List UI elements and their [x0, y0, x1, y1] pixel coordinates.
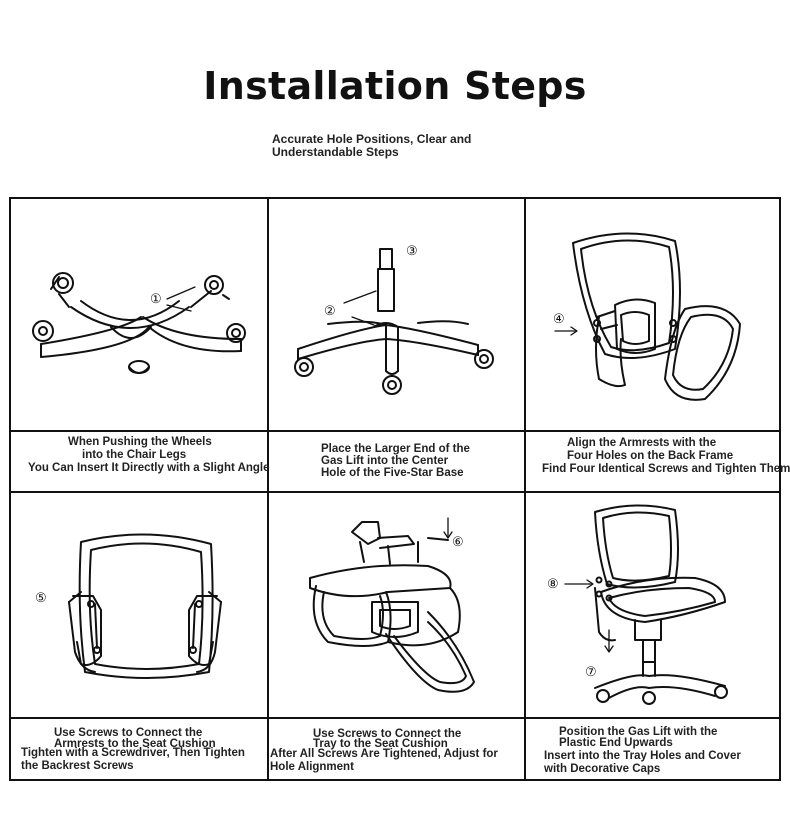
step-4-caption-line-3: Tighten with a Screwdriver, Then Tighten	[21, 747, 245, 759]
step-2-illustration: ③ ②	[294, 244, 494, 395]
marker-4: ④	[553, 312, 565, 327]
step-5-caption-line-3: After All Screws Are Tightened, Adjust f…	[270, 748, 498, 760]
step-1-caption-line-1: When Pushing the Wheels	[68, 436, 212, 448]
grid-divider-v1	[267, 199, 269, 779]
marker-1: ①	[150, 292, 162, 307]
step-6-illustration: ⑧ ⑦	[547, 504, 728, 705]
step-6-caption-line-3: Insert into the Tray Holes and Cover	[544, 750, 741, 762]
step-2-caption-line-2: Gas Lift into the Center	[321, 455, 449, 467]
step-2-caption-line-3: Hole of the Five-Star Base	[321, 467, 464, 479]
step-2-caption-line-1: Place the Larger End of the	[321, 443, 470, 455]
marker-8: ⑧	[547, 577, 559, 592]
steps-grid	[9, 197, 781, 781]
step-3-illustration: ④	[553, 232, 741, 401]
step-1-caption-line-2: into the Chair Legs	[82, 449, 187, 461]
grid-divider-v2	[524, 199, 526, 779]
page-title: Installation Steps	[203, 64, 587, 108]
marker-5: ⑤	[35, 591, 47, 606]
subtitle-line-1: Accurate Hole Positions, Clear and	[272, 132, 472, 146]
step-3-caption-line-1: Align the Armrests with the	[567, 437, 717, 449]
step-1-illustration: ①	[32, 272, 246, 374]
step-6-caption-line-2: Plastic End Upwards	[559, 737, 673, 749]
step-5-caption-line-1: Use Screws to Connect the	[313, 728, 462, 740]
step-1-caption-line-3: You Can Insert It Directly with a Slight…	[28, 462, 270, 474]
step-4-illustration: ⑤	[35, 533, 222, 679]
step-3-caption-line-3: Find Four Identical Screws and Tighten T…	[542, 463, 790, 475]
step-4-caption-line-4: the Backrest Screws	[21, 760, 134, 772]
step-6-caption-line-4: with Decorative Caps	[544, 763, 661, 775]
marker-6: ⑥	[452, 535, 464, 550]
step-4-caption-line-2: Armrests to the Seat Cushion	[54, 738, 216, 750]
marker-2: ②	[324, 304, 336, 319]
marker-7: ⑦	[585, 665, 597, 680]
step-4-caption-line-1: Use Screws to Connect the	[54, 727, 203, 739]
marker-3: ③	[406, 244, 418, 259]
page-subtitle: Accurate Hole Positions, Clear and Under…	[272, 133, 532, 159]
step-5-illustration: ⑥	[309, 517, 475, 693]
grid-divider-h3	[11, 717, 779, 719]
grid-divider-h2	[11, 491, 779, 493]
step-5-caption-line-2: Tray to the Seat Cushion	[313, 738, 448, 750]
step-3-caption-line-2: Four Holes on the Back Frame	[567, 450, 734, 462]
subtitle-line-2: Understandable Steps	[272, 145, 399, 159]
step-6-caption-line-1: Position the Gas Lift with the	[559, 726, 718, 738]
grid-divider-h1	[11, 430, 779, 432]
step-5-caption-line-4: Hole Alignment	[270, 761, 354, 773]
